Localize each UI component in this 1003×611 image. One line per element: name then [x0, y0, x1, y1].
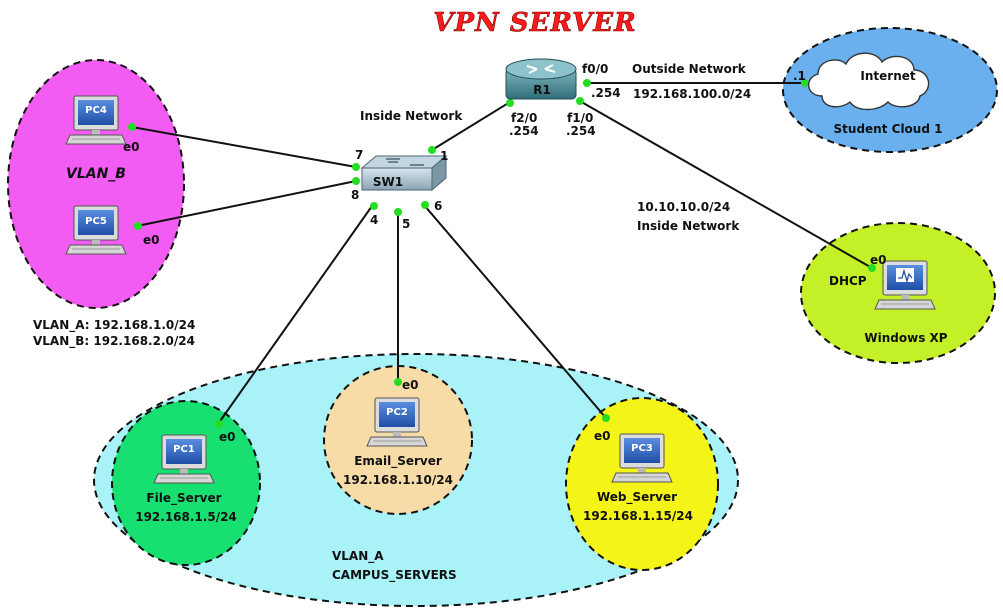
- port-f1-0-ip: .254: [566, 124, 596, 138]
- host-port: e0: [123, 140, 140, 154]
- switch-name: SW1: [373, 175, 403, 189]
- router-r1[interactable]: R1: [505, 58, 577, 100]
- host-label: Email_Server: [354, 454, 442, 469]
- computer-icon: [65, 205, 127, 255]
- sw-port-6: 6: [434, 199, 442, 213]
- host-name: PC2: [386, 407, 408, 418]
- port-dot-pc4: [128, 123, 136, 131]
- cloud-port: .1: [793, 69, 806, 83]
- vlan-a-zone-label: VLAN_A: [332, 549, 384, 564]
- zone-web-server: [565, 397, 719, 571]
- host-label: Web_Server: [597, 490, 677, 505]
- router-name: R1: [533, 83, 551, 97]
- host-ip: 192.168.1.10/24: [343, 473, 453, 487]
- host-ip: 192.168.1.5/24: [135, 510, 237, 524]
- host-name: PC5: [85, 216, 107, 227]
- host-name: PC4: [85, 105, 107, 116]
- host-label: File_Server: [146, 491, 221, 506]
- computer-icon: [611, 433, 673, 483]
- host-port: e0: [402, 378, 419, 392]
- link-sw1-pc5: [136, 180, 357, 227]
- port-dot-pc2: [394, 378, 402, 386]
- sw-port-5: 5: [402, 217, 410, 231]
- diagram-title: VPN SERVER: [433, 8, 636, 38]
- zone-vlan-b: [7, 59, 185, 309]
- cloud-label: Student Cloud 1: [834, 122, 943, 136]
- vlan-b-subnet-line: VLAN_B: 192.168.2.0/24: [33, 334, 195, 349]
- port-dot-cloud: [801, 79, 809, 87]
- host-name: PC1: [173, 444, 195, 455]
- switch-port-labels: 1 4 5 6 7 8: [351, 148, 448, 231]
- inside-network-label-right: Inside Network: [637, 219, 740, 233]
- host-windows-xp[interactable]: e0 DHCP Windows XP: [829, 253, 948, 345]
- port-f1-0-name: f1/0: [567, 111, 593, 125]
- port-dot-sw1-6: [421, 201, 429, 209]
- host-pc3-web-server[interactable]: PC3 e0 Web_Server 192.168.1.15/24: [583, 429, 693, 523]
- router-port-labels: f0/0 .254 f2/0 .254 f1/0 .254: [509, 62, 621, 138]
- host-pc1-file-server[interactable]: PC1 e0 File_Server 192.168.1.5/24: [135, 430, 237, 524]
- port-dot-sw1-7: [352, 163, 360, 171]
- link-r1-winxp: [577, 99, 873, 269]
- vlan-labels: VLAN_B VLAN_A: 192.168.1.0/24 VLAN_B: 19…: [33, 166, 457, 583]
- outside-network-label: Outside Network: [632, 62, 747, 76]
- port-dot-f0-0: [583, 79, 591, 87]
- link-r1-sw1: [431, 101, 511, 151]
- switch-sw1[interactable]: SW1: [360, 154, 448, 192]
- links: [131, 82, 873, 425]
- computer-icon: [366, 397, 428, 447]
- vlan-b-zone-label: VLAN_B: [66, 166, 126, 182]
- host-pc2-email-server[interactable]: PC2 e0 Email_Server 192.168.1.10/24: [343, 378, 453, 487]
- inside-network-label-top: Inside Network: [360, 109, 463, 123]
- host-ip: 192.168.1.15/24: [583, 509, 693, 523]
- computer-icon: [153, 434, 215, 484]
- port-dot-sw1-4: [370, 202, 378, 210]
- host-name: PC3: [631, 443, 653, 454]
- host-pc5[interactable]: PC5 e0: [65, 205, 160, 255]
- sw-port-4: 4: [370, 213, 378, 227]
- host-port: e0: [594, 429, 611, 443]
- sw-port-8: 8: [351, 188, 359, 202]
- vlan-a-zone-sublabel: CAMPUS_SERVERS: [332, 568, 457, 583]
- port-f0-0-ip: .254: [591, 86, 621, 100]
- inside-network-subnet: 10.10.10.0/24: [637, 200, 730, 214]
- dhcp-label: DHCP: [829, 274, 867, 288]
- network-labels: Outside Network 192.168.100.0/24 Inside …: [360, 62, 751, 233]
- port-dot-pc5: [134, 222, 142, 230]
- vlan-a-subnet-line: VLAN_A: 192.168.1.0/24: [33, 318, 195, 333]
- sw-port-1: 1: [440, 149, 448, 163]
- switch-icon: [360, 154, 448, 192]
- cloud-name: Internet: [860, 69, 915, 83]
- host-port: e0: [219, 430, 236, 444]
- host-label: Windows XP: [864, 331, 947, 345]
- port-dot-pc3: [602, 414, 610, 422]
- link-sw1-pc4: [131, 126, 357, 168]
- port-dot-sw1-1: [428, 146, 436, 154]
- sw-port-7: 7: [355, 148, 363, 162]
- vlan-b-ellipse: [7, 59, 185, 309]
- port-dots: [128, 79, 876, 428]
- internet-cloud[interactable]: Internet Student Cloud 1 .1: [793, 52, 943, 136]
- link-sw1-pc1: [217, 205, 373, 425]
- port-f2-0-ip: .254: [509, 124, 539, 138]
- port-dot-f1-0: [576, 97, 584, 105]
- port-f0-0-name: f0/0: [582, 62, 608, 76]
- link-sw1-pc3: [423, 204, 607, 419]
- port-f2-0-name: f2/0: [511, 111, 537, 125]
- cloud-icon: [808, 52, 930, 111]
- port-dot-sw1-8: [352, 177, 360, 185]
- port-dot-winxp: [868, 264, 876, 272]
- host-pc4[interactable]: PC4 e0: [65, 95, 140, 154]
- host-port: e0: [870, 253, 887, 267]
- port-dot-sw1-5: [394, 208, 402, 216]
- computer-icon: [65, 95, 127, 145]
- outside-network-subnet: 192.168.100.0/24: [633, 87, 751, 101]
- port-dot-pc1: [215, 420, 223, 428]
- port-dot-f2-0: [506, 99, 514, 107]
- windows-xp-computer-icon: [874, 260, 936, 310]
- router-icon: [505, 58, 577, 100]
- web-server-ellipse: [565, 397, 719, 571]
- host-port: e0: [143, 233, 160, 247]
